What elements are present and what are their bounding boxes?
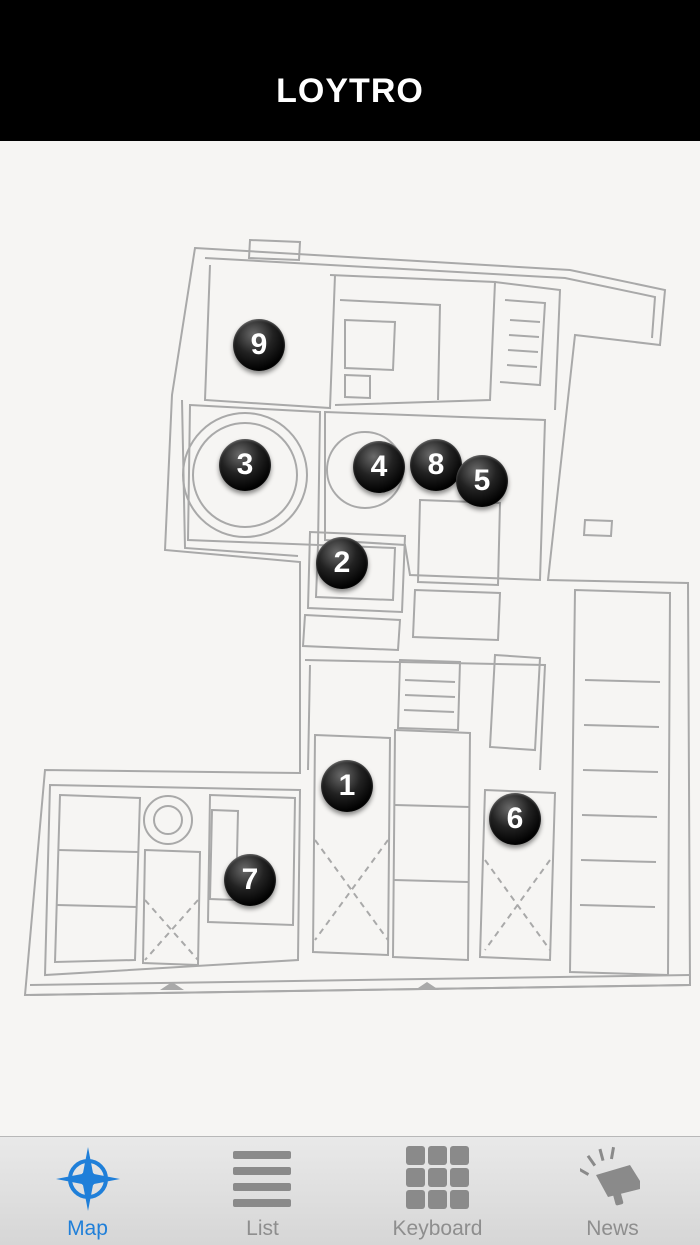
tab-map-label: Map (67, 1217, 108, 1240)
megaphone-icon (577, 1145, 646, 1218)
tab-news-label: News (586, 1217, 639, 1240)
floor-plan-drawing (23, 238, 692, 997)
map-marker-1[interactable]: 1 (321, 760, 373, 812)
tab-bar: Map List (0, 1136, 700, 1245)
map-marker-5[interactable]: 5 (456, 455, 508, 507)
map-marker-2[interactable]: 2 (316, 537, 368, 589)
tab-keyboard-label: Keyboard (392, 1217, 483, 1240)
nav-header: LOYTRO (0, 0, 700, 141)
map-marker-8[interactable]: 8 (410, 439, 462, 491)
map-marker-7[interactable]: 7 (224, 854, 276, 906)
tab-news[interactable]: News (525, 1137, 700, 1245)
floor-plan-map[interactable]: 9 3 4 8 5 2 1 6 7 (0, 141, 700, 1136)
keypad-icon (405, 1145, 471, 1218)
tab-keyboard[interactable]: Keyboard (350, 1137, 525, 1245)
map-marker-6[interactable]: 6 (489, 793, 541, 845)
map-marker-4[interactable]: 4 (353, 441, 405, 493)
list-icon (231, 1145, 295, 1218)
tab-list[interactable]: List (175, 1137, 350, 1245)
map-marker-3[interactable]: 3 (219, 439, 271, 491)
map-marker-9[interactable]: 9 (233, 319, 285, 371)
tab-map[interactable]: Map (0, 1137, 175, 1245)
tab-list-label: List (246, 1217, 279, 1240)
compass-icon (54, 1145, 122, 1218)
page-title: LOYTRO (276, 72, 424, 110)
